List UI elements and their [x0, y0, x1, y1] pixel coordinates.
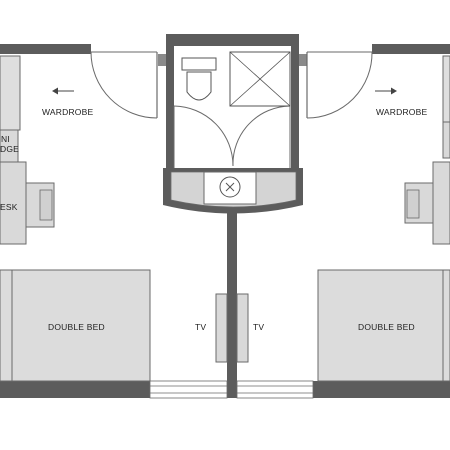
wardrobe-label-right: WARDROBE	[376, 107, 427, 117]
tv-label-right: TV	[253, 322, 264, 332]
wall-top-left	[0, 44, 91, 54]
window-right	[236, 380, 314, 399]
desk-label-left: ESK	[0, 202, 18, 212]
bathroom-wall-top	[166, 34, 299, 46]
desk-left	[0, 161, 27, 245]
bed-label-left: DOUBLE BED	[48, 322, 105, 332]
arrow-icon	[375, 87, 397, 95]
wardrobe-label-left: WARDROBE	[42, 107, 93, 117]
bathroom-wall-left	[166, 34, 174, 170]
mini-fridge-right	[442, 121, 450, 159]
toilet-icon	[181, 57, 217, 101]
bathroom-stub-left	[158, 54, 166, 66]
sink-icon	[219, 176, 241, 198]
bathroom-stub-right	[299, 54, 307, 66]
bed-left	[0, 269, 151, 382]
bathroom-door-left	[173, 105, 234, 168]
shower-icon	[229, 51, 291, 107]
desk-right	[432, 161, 450, 245]
bed-label-right: DOUBLE BED	[358, 322, 415, 332]
wall-bottom-left	[0, 381, 150, 398]
partition-wall	[227, 212, 237, 398]
tv-label-left: TV	[195, 322, 206, 332]
bathroom-door-right	[232, 105, 291, 168]
chair-left	[25, 182, 55, 228]
tv-left	[215, 293, 228, 363]
bathroom-wall-right	[291, 34, 299, 170]
wardrobe-unit-right	[442, 55, 450, 123]
mini-fridge-label-line2: DGE	[0, 144, 19, 154]
arrow-icon	[52, 87, 74, 95]
tv-right	[236, 293, 249, 363]
mini-fridge-label-line1: NI	[1, 134, 10, 144]
wardrobe-unit-left	[0, 55, 21, 131]
entry-door-right	[306, 51, 373, 119]
window-left	[149, 380, 228, 399]
wall-top-right	[372, 44, 450, 54]
entry-door-left	[90, 51, 158, 119]
bed-right	[317, 269, 450, 382]
wall-bottom-right	[313, 381, 450, 398]
chair-right	[404, 182, 434, 224]
